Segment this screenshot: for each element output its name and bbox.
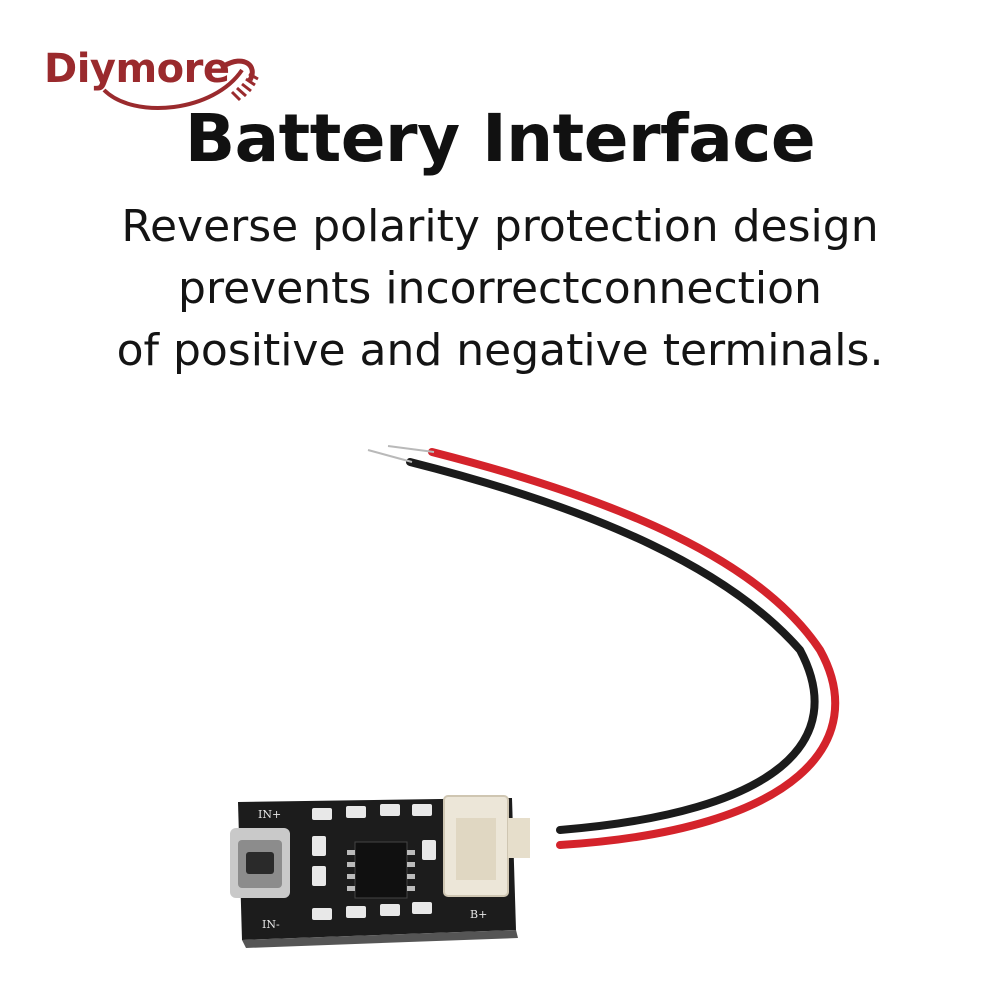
- charger-board: IN+ IN- B+: [230, 795, 530, 948]
- silkscreen-in-plus: IN+: [258, 808, 281, 821]
- description: Reverse polarity protection design preve…: [0, 196, 1000, 382]
- ic-chip: [347, 841, 415, 899]
- red-wire: [428, 448, 840, 849]
- silkscreen-b-plus: B+: [470, 908, 487, 921]
- black-wire: [406, 458, 819, 834]
- description-line: Reverse polarity protection design: [121, 201, 879, 252]
- jst-connector: [443, 795, 530, 897]
- brand-logo: Diymore: [44, 40, 274, 116]
- wire-harness: [367, 445, 840, 849]
- usb-c-port: [230, 828, 290, 898]
- description-line: prevents incorrectconnection: [178, 263, 822, 314]
- smd-components: [312, 804, 436, 920]
- brand-name: Diymore: [44, 46, 230, 92]
- description-line: of positive and negative terminals.: [116, 325, 884, 376]
- silkscreen-in-minus: IN-: [262, 918, 280, 931]
- logo-swoosh-icon: [102, 58, 259, 110]
- page-title: Battery Interface: [184, 100, 816, 177]
